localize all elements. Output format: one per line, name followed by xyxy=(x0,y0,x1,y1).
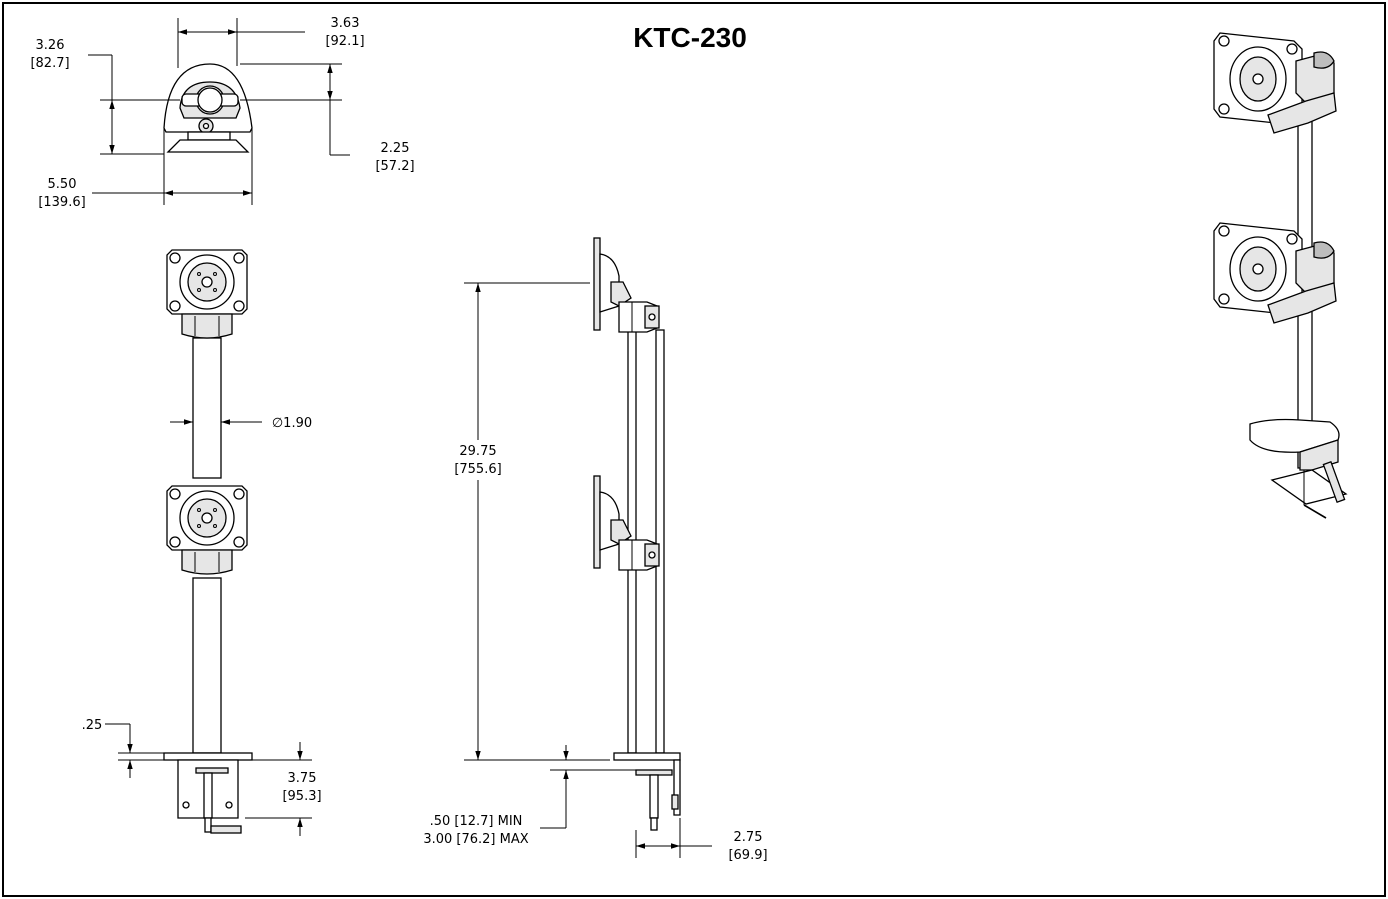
dim-clamp-depth-mm: [69.9] xyxy=(728,848,767,863)
dim-top-height-mm: [82.7] xyxy=(30,56,69,71)
dim-desk-max: 3.00 [76.2] MAX xyxy=(423,832,528,847)
dim-clamp-height-mm: [95.3] xyxy=(282,789,321,804)
dim-top-width: 3.63 xyxy=(331,16,360,31)
front-view: ∅1.90 .25 3.75 [95.3] xyxy=(82,250,322,836)
dim-top-height: 3.26 xyxy=(36,38,65,53)
dim-base-width-mm: [139.6] xyxy=(38,195,85,210)
dim-clamp-depth: 2.75 xyxy=(734,830,763,845)
drawing-title: KTC-230 xyxy=(633,22,747,53)
dim-clamp-height: 3.75 xyxy=(288,771,317,786)
dim-desk-min: .50 [12.7] MIN xyxy=(430,814,523,829)
dim-base-width: 5.50 xyxy=(48,177,77,192)
dim-top-width-mm: [92.1] xyxy=(325,34,364,49)
side-view: 29.75 [755.6] .50 [12.7] MIN 3.00 [76.2]… xyxy=(423,237,768,863)
dim-pole-diameter: ∅1.90 xyxy=(272,416,312,431)
dim-top-depth-mm: [57.2] xyxy=(375,159,414,174)
dim-pole-height: 29.75 xyxy=(459,444,496,459)
dim-plate-thickness: .25 xyxy=(82,718,103,733)
top-view: 3.63 [92.1] 3.26 [82.7] 2.25 [57.2] 5.50… xyxy=(30,16,414,210)
dim-top-depth: 2.25 xyxy=(381,141,410,156)
isometric-view xyxy=(1213,32,1348,519)
dim-pole-height-mm: [755.6] xyxy=(454,462,501,477)
